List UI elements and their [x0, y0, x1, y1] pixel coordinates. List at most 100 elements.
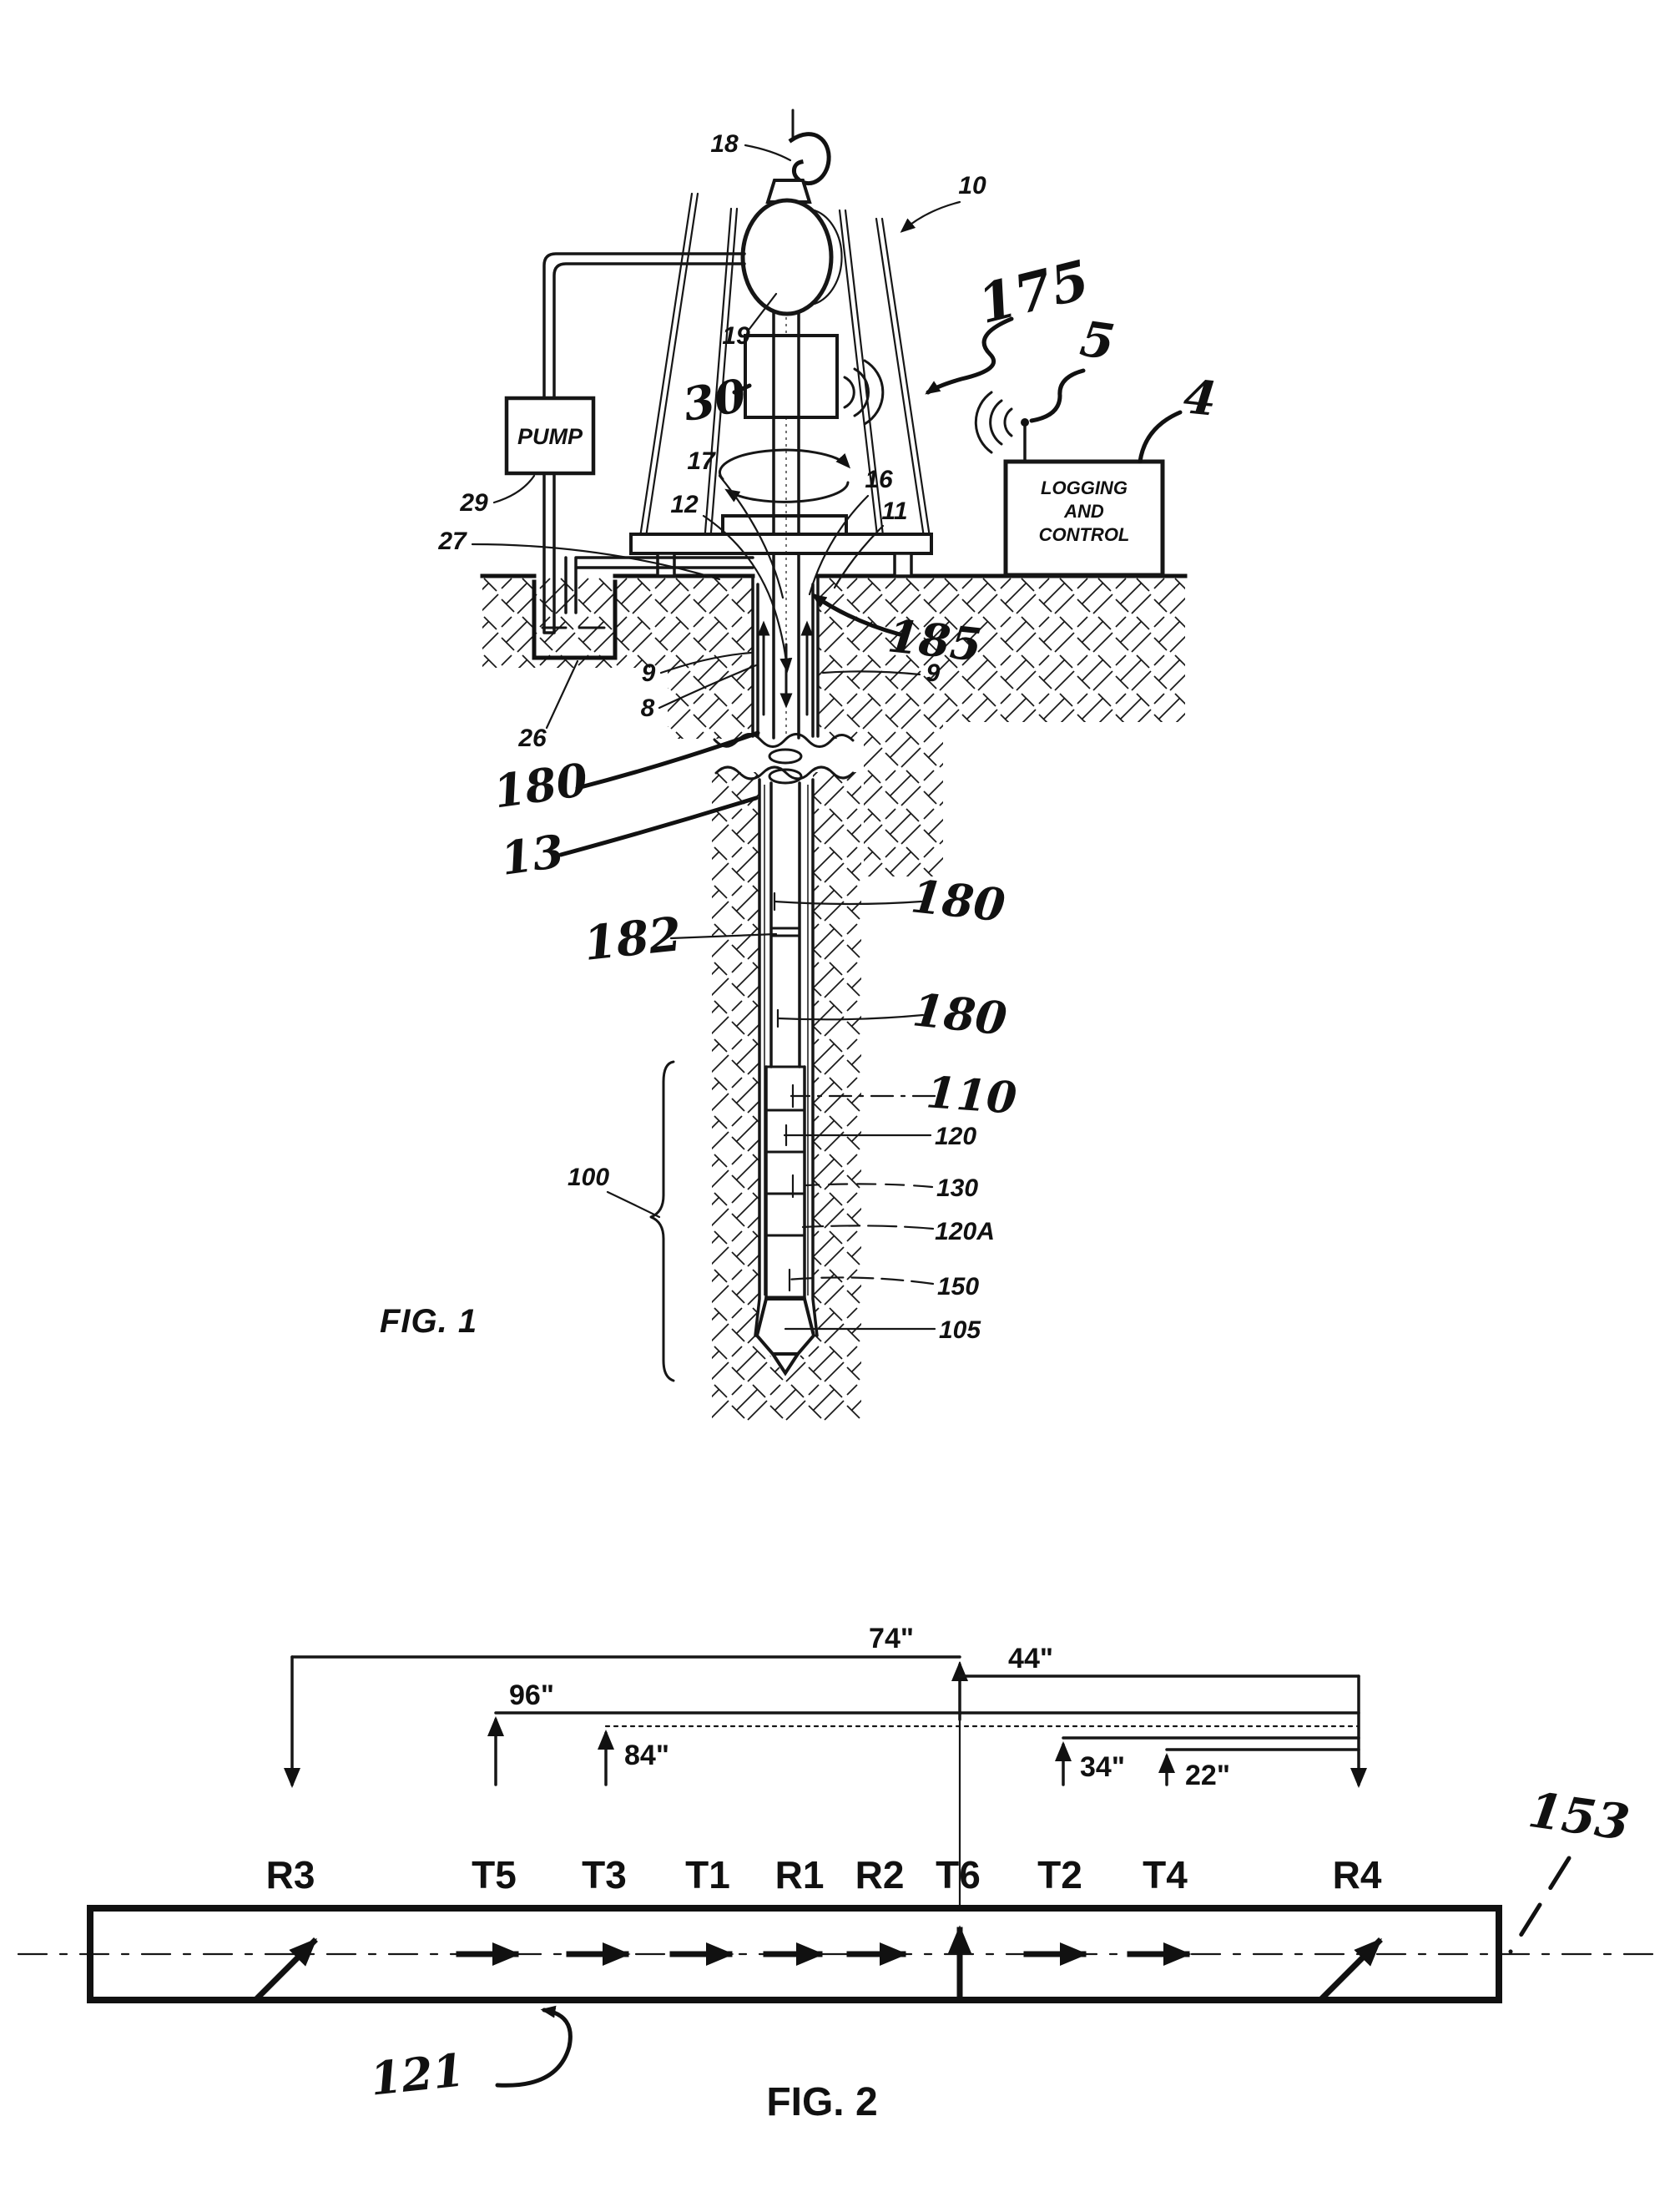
mud-pit: [532, 579, 618, 660]
antenna-label-R2: R2: [855, 1853, 905, 1897]
bha-body: [764, 1065, 806, 1301]
label-19: 19: [722, 322, 750, 350]
label-100: 100: [568, 1164, 609, 1191]
label-27: 27: [437, 528, 467, 555]
antenna-label-T3-main: T3: [582, 1853, 627, 1897]
label-16: 16: [865, 466, 893, 493]
telemetry-sub-box: [744, 334, 839, 419]
earth-hatch-left-lower: [712, 772, 785, 1421]
antenna-label-T1: T1: [685, 1853, 730, 1897]
fig1-drilling-rig-diagram: PUMP LOGGING AND CONTROL: [380, 109, 1219, 1421]
logging-box: [1003, 459, 1165, 578]
pipe-stub-end: [768, 748, 803, 765]
label-17: 17: [687, 447, 716, 475]
floor-post-right: [893, 552, 913, 578]
wellbore-lower: [754, 778, 819, 1376]
label-29: 29: [459, 489, 488, 517]
label-180b-handwritten: 180: [909, 869, 1008, 932]
leader-8: [658, 664, 758, 710]
leader-120: [783, 1124, 932, 1147]
swivel-body: [740, 198, 834, 316]
antenna-label-R1: R1: [775, 1853, 825, 1897]
antenna-signal-icon: [974, 391, 1013, 454]
drillpipe-lower: [769, 781, 801, 1068]
spacing-dimensions: 74" 44" 96" 84" 34" 22": [284, 1623, 1367, 1910]
earth-cross-section: [480, 573, 1188, 1421]
mud-pit-walls: [532, 579, 618, 660]
swivel-inner-line: [813, 209, 843, 306]
leader-30: [732, 383, 752, 395]
antenna-label-T4: T4: [1143, 1853, 1188, 1897]
leader-100: [606, 1190, 661, 1219]
wellbore-upper: [751, 552, 820, 740]
return-flowline: [564, 556, 754, 614]
label-120: 120: [935, 1123, 976, 1150]
leader-180a: [575, 730, 760, 790]
leader-10: [900, 200, 961, 233]
pipe-resume-top: [768, 768, 803, 785]
leader-26: [545, 659, 579, 730]
bha-joints: [764, 1065, 806, 1299]
leader-16: [808, 494, 870, 596]
fig2-handwritten-labels: 153 121: [367, 1781, 1632, 2106]
dim-label-84: 84": [624, 1740, 669, 1771]
dim-label-34: 34": [1080, 1751, 1125, 1783]
derrick: [638, 192, 932, 544]
label-5-handwritten: 5: [1077, 311, 1117, 371]
label-180a-handwritten: 180: [491, 752, 592, 818]
antenna-arrow-R3: [255, 1937, 318, 2001]
label-105: 105: [939, 1316, 981, 1344]
logging-box-line1: LOGGING: [1041, 477, 1128, 498]
pump-box: [504, 396, 596, 476]
leader-130: [804, 1183, 934, 1189]
leader-180b: [773, 900, 923, 906]
telemetry-sub: [744, 334, 885, 426]
label-18: 18: [710, 130, 739, 158]
dim-label-96: 96": [509, 1679, 554, 1711]
earth-hatch-left-upper: [482, 576, 753, 739]
derrick-leg-left-outer: [638, 192, 699, 544]
drill-bit-body: [754, 1297, 816, 1356]
antenna-label-T5: T5: [472, 1853, 517, 1897]
mud-system: PUMP: [504, 252, 754, 660]
bha-tool-string: [764, 1065, 806, 1301]
leader-150: [786, 1276, 935, 1285]
dim-label-74: 74": [869, 1623, 914, 1654]
rig-floor: [629, 514, 933, 578]
pipe-joint-182: [769, 927, 801, 937]
label-11: 11: [881, 497, 907, 525]
label-175-handwritten: 175: [972, 249, 1096, 336]
label-153-handwritten: 153: [1525, 1781, 1632, 1851]
casing-left: [751, 574, 759, 738]
leader-5: [1029, 368, 1086, 423]
leader-175-arrow: [925, 316, 1014, 395]
leader-11: [833, 524, 885, 589]
antenna-label-R3: R3: [266, 1853, 315, 1897]
borehole-wall-right: [811, 778, 819, 1337]
label-185-handwritten: 185: [885, 609, 985, 671]
label-13-handwritten: 13: [497, 824, 567, 886]
leader-9-left: [659, 651, 753, 674]
label-9-right: 9: [926, 659, 941, 687]
label-120A: 120A: [935, 1218, 995, 1245]
leader-182: [669, 932, 778, 940]
label-150: 150: [937, 1273, 979, 1301]
label-130: 130: [936, 1174, 978, 1202]
fig2-antenna-layout-diagram: 74" 44" 96" 84" 34" 22" R3 T5 T3 T1 R1: [17, 1623, 1662, 2124]
logging-control-unit: LOGGING AND CONTROL: [974, 391, 1165, 578]
label-12: 12: [670, 491, 699, 518]
hook-clevis: [765, 179, 812, 204]
antenna-labels: R3 T5 T3 T1 R1 R2 T6 T2 T4 R4: [266, 1853, 1382, 1897]
antenna-arrow-R4: [1319, 1937, 1383, 2001]
rotation-arrows: [718, 448, 851, 503]
label-4-handwritten: 4: [1181, 369, 1219, 427]
leader-153: [1508, 1856, 1572, 1954]
brace-100: [649, 1060, 675, 1382]
leader-27: [471, 543, 721, 581]
logging-box-line3: CONTROL: [1039, 524, 1130, 545]
floor-beam: [629, 533, 933, 555]
earth-hatch-right-upper: [818, 576, 1185, 876]
leader-19: [748, 292, 778, 331]
leader-185-arrow: [811, 593, 902, 637]
leader-180c: [776, 1013, 925, 1021]
